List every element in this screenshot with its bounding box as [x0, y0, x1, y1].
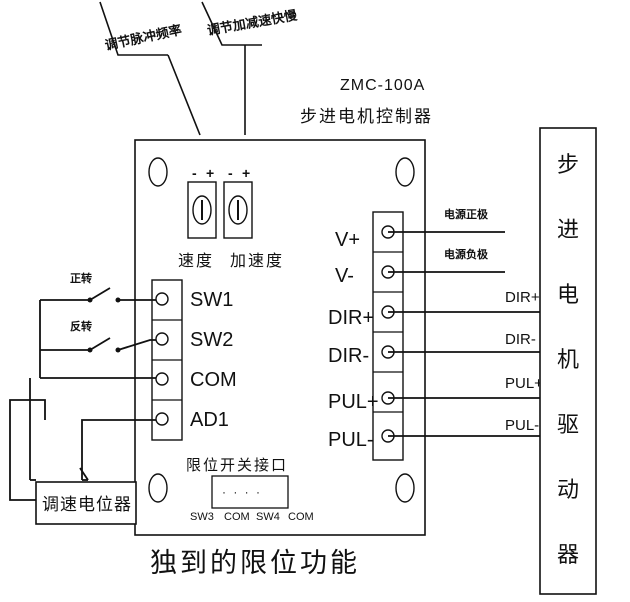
accel-plus: + — [242, 165, 250, 181]
limit-pin-com1: COM — [224, 511, 250, 523]
wire — [81, 419, 156, 480]
terminal-screw-sw2[interactable] — [155, 332, 169, 346]
right-terminal-frame — [372, 211, 404, 461]
accel-pot-knob[interactable] — [228, 195, 248, 225]
mount-hole-top-left — [148, 157, 168, 187]
terminal-label-sw2: SW2 — [190, 329, 233, 351]
terminal-label-dirplus: DIR+ — [328, 307, 374, 329]
wire — [117, 339, 156, 351]
driver-label-dirminus: DIR- — [505, 331, 536, 348]
right-terminal-block: V+ V- DIR+ DIR- PUL+ PUL- — [328, 211, 404, 461]
driver-char: 进 — [557, 218, 579, 243]
terminal-label-vminus: V- — [335, 265, 354, 287]
accel-text-label: 加速度 — [230, 251, 284, 270]
speed-label: 速度 — [178, 251, 214, 270]
pulse-frequency-label: 调节脉冲频率 — [104, 22, 184, 54]
model-number: ZMC-100A — [340, 77, 425, 94]
stepper-driver-box — [539, 127, 597, 595]
limit-interface-title: 限位开关接口 — [186, 456, 288, 474]
forward-switch-lever[interactable] — [89, 287, 111, 301]
speed-potentiometer-label: 调速电位器 — [42, 495, 132, 515]
terminal-label-vplus: V+ — [335, 229, 360, 251]
limit-connector-pins: · · · · — [222, 485, 262, 499]
limit-pin-com2: COM — [288, 511, 314, 523]
controller-title: 步进电机控制器 — [300, 107, 433, 127]
terminal-screw-ad1[interactable] — [155, 412, 169, 426]
limit-pin-sw3: SW3 — [190, 511, 214, 523]
terminal-screw-com[interactable] — [155, 372, 169, 386]
driver-char: 机 — [557, 348, 579, 373]
reverse-switch-lever[interactable] — [89, 337, 111, 351]
driver-label-dirplus: DIR+ — [505, 289, 540, 306]
driver-label-pulplus: PUL+ — [505, 375, 543, 392]
controller-board — [134, 139, 426, 536]
forward-label: 正转 — [70, 271, 92, 285]
power-positive-label: 电源正极 — [444, 207, 489, 221]
mount-hole-bottom-left — [148, 473, 168, 503]
speed-plus: + — [206, 165, 214, 181]
limit-connector[interactable] — [211, 475, 289, 509]
pulse-leader-line — [99, 1, 168, 56]
driver-char: 电 — [557, 283, 579, 308]
driver-label-pulminus: PUL- — [505, 417, 539, 434]
accel-leader-line — [201, 1, 262, 46]
driver-char: 器 — [557, 543, 579, 568]
power-negative-label: 电源负极 — [444, 247, 489, 261]
stepper-driver-label: 步 进 电 机 驱 动 器 — [557, 153, 579, 568]
accel-minus: - — [228, 165, 233, 181]
pulse-arrow-line — [167, 54, 201, 136]
left-terminal-block: SW1 SW2 COM AD1 — [151, 279, 237, 441]
terminal-label-pulminus: PUL- — [328, 429, 374, 451]
driver-char: 步 — [557, 153, 579, 178]
terminal-label-sw1: SW1 — [190, 289, 233, 311]
wire — [9, 399, 46, 501]
mount-hole-bottom-right — [395, 473, 415, 503]
driver-char: 动 — [557, 478, 579, 503]
mount-hole-top-right — [395, 157, 415, 187]
terminal-screw-sw1[interactable] — [155, 292, 169, 306]
terminal-label-ad1: AD1 — [190, 409, 229, 431]
terminal-label-dirminus: DIR- — [328, 345, 369, 367]
accel-label: 调节加减速快慢 — [206, 7, 299, 39]
terminal-label-pulplus: PUL+ — [328, 391, 379, 413]
footer-slogan: 独到的限位功能 — [150, 548, 360, 579]
accel-annotation: 调节加减速快慢 — [201, 1, 299, 135]
reverse-label: 反转 — [70, 319, 92, 333]
driver-char: 驱 — [557, 413, 579, 438]
accel-potentiometer[interactable]: - + — [223, 165, 253, 239]
terminal-label-com: COM — [190, 369, 237, 391]
switch-wiring: 正转 反转 — [9, 271, 156, 501]
pulse-frequency-annotation: 调节脉冲频率 — [99, 1, 201, 136]
speed-pot-knob[interactable] — [192, 195, 212, 225]
limit-pin-sw4: SW4 — [256, 511, 280, 523]
speed-potentiometer[interactable]: - + — [187, 165, 217, 239]
pot-wiper-arrow — [79, 467, 89, 481]
speed-potentiometer-box — [35, 481, 137, 525]
speed-minus: - — [192, 165, 197, 181]
